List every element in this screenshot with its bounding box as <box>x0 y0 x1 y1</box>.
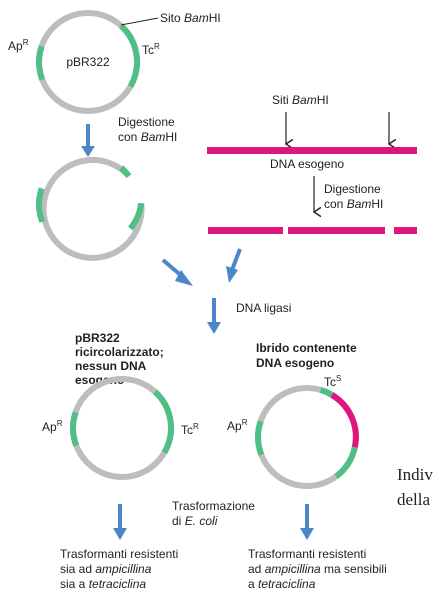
recircularized-plasmid: pBR322 ricircolarizzato; nessun DNA esog… <box>42 331 199 480</box>
arrow-down-ligase <box>207 298 221 334</box>
amp-resistance-gene <box>36 45 46 81</box>
foreign-fragment-2 <box>288 227 385 234</box>
tet-label: TcR <box>142 42 160 57</box>
recirc-title-line3: nessun DNA <box>75 359 147 373</box>
tet-resistance-gene <box>119 23 141 89</box>
bamhi-sites-label: Siti BamHI <box>272 93 329 107</box>
arrow-down-digestion <box>81 124 95 157</box>
hybrid-tet-gene-left <box>319 387 334 398</box>
arrow-down-result-right <box>300 504 314 540</box>
linearized-plasmid <box>36 156 145 261</box>
plasmid-pbr322: pBR322 ApR TcR Sito BamHI <box>8 10 221 114</box>
arrow-converge-left <box>161 258 193 286</box>
arrow-converge-right <box>226 248 242 283</box>
site-pointer-line <box>120 17 159 26</box>
transformation-line2: di E. coli <box>172 514 218 528</box>
result-right-line2: ad ampicillina ma sensibili <box>248 562 387 576</box>
transformation-line1: Trasformazione <box>172 499 255 513</box>
recirc-title-line4: esogeno <box>75 373 124 387</box>
amp-label: ApR <box>8 38 29 53</box>
page-text-line1: Indiv <box>397 465 433 484</box>
recirc-amp-label: ApR <box>42 419 63 434</box>
hybrid-amp-gene <box>255 420 265 456</box>
foreign-dna-strand <box>207 147 417 154</box>
open-tet-gene-left <box>119 165 132 178</box>
result-right-line3: a tetraciclina <box>248 577 316 591</box>
recirc-amp-gene <box>70 411 80 447</box>
digestion-label-line1: Digestione <box>118 115 175 129</box>
hybrid-plasmid: Ibrido contenente DNA esogeno ApR TcS <box>227 341 359 489</box>
foreign-fragment-3 <box>394 227 417 234</box>
result-left-line1: Trasformanti resistenti <box>60 547 178 561</box>
foreign-dna-label: DNA esogeno <box>270 157 344 171</box>
hybrid-foreign-insert <box>330 392 359 448</box>
digestion-label-line2: con BamHI <box>118 130 177 144</box>
open-tet-gene-right <box>127 202 145 231</box>
arrow-down-result-left <box>113 504 127 540</box>
foreign-dna: Siti BamHI DNA esogeno Digestione con Ba… <box>207 93 417 234</box>
result-left-line2: sia ad ampicillina <box>60 562 152 576</box>
hybrid-tet-label: TcS <box>324 374 341 389</box>
open-backbone <box>40 156 145 261</box>
result-left-line3: sia a tetraciclina <box>60 577 146 591</box>
foreign-digestion-line1: Digestione <box>324 182 381 196</box>
recirc-tet-label: TcR <box>181 422 199 437</box>
ligase-label: DNA ligasi <box>236 301 291 315</box>
open-amp-gene <box>36 187 46 223</box>
foreign-fragment-1 <box>208 227 283 234</box>
bamhi-site-label: Sito BamHI <box>160 11 221 25</box>
recirc-tet-gene <box>153 389 175 455</box>
recirc-title-line1: pBR322 <box>75 331 120 345</box>
hybrid-tet-gene-right <box>334 446 358 479</box>
hybrid-title-line2: DNA esogeno <box>256 356 334 370</box>
foreign-digestion-line2: con BamHI <box>324 197 383 211</box>
recirc-title-line2: ricircolarizzato; <box>75 345 164 359</box>
hybrid-amp-label: ApR <box>227 418 248 433</box>
plasmid-name: pBR322 <box>66 55 110 69</box>
page-text-line2: della <box>397 490 430 509</box>
result-right-line1: Trasformanti resistenti <box>248 547 366 561</box>
hybrid-title-line1: Ibrido contenente <box>256 341 357 355</box>
